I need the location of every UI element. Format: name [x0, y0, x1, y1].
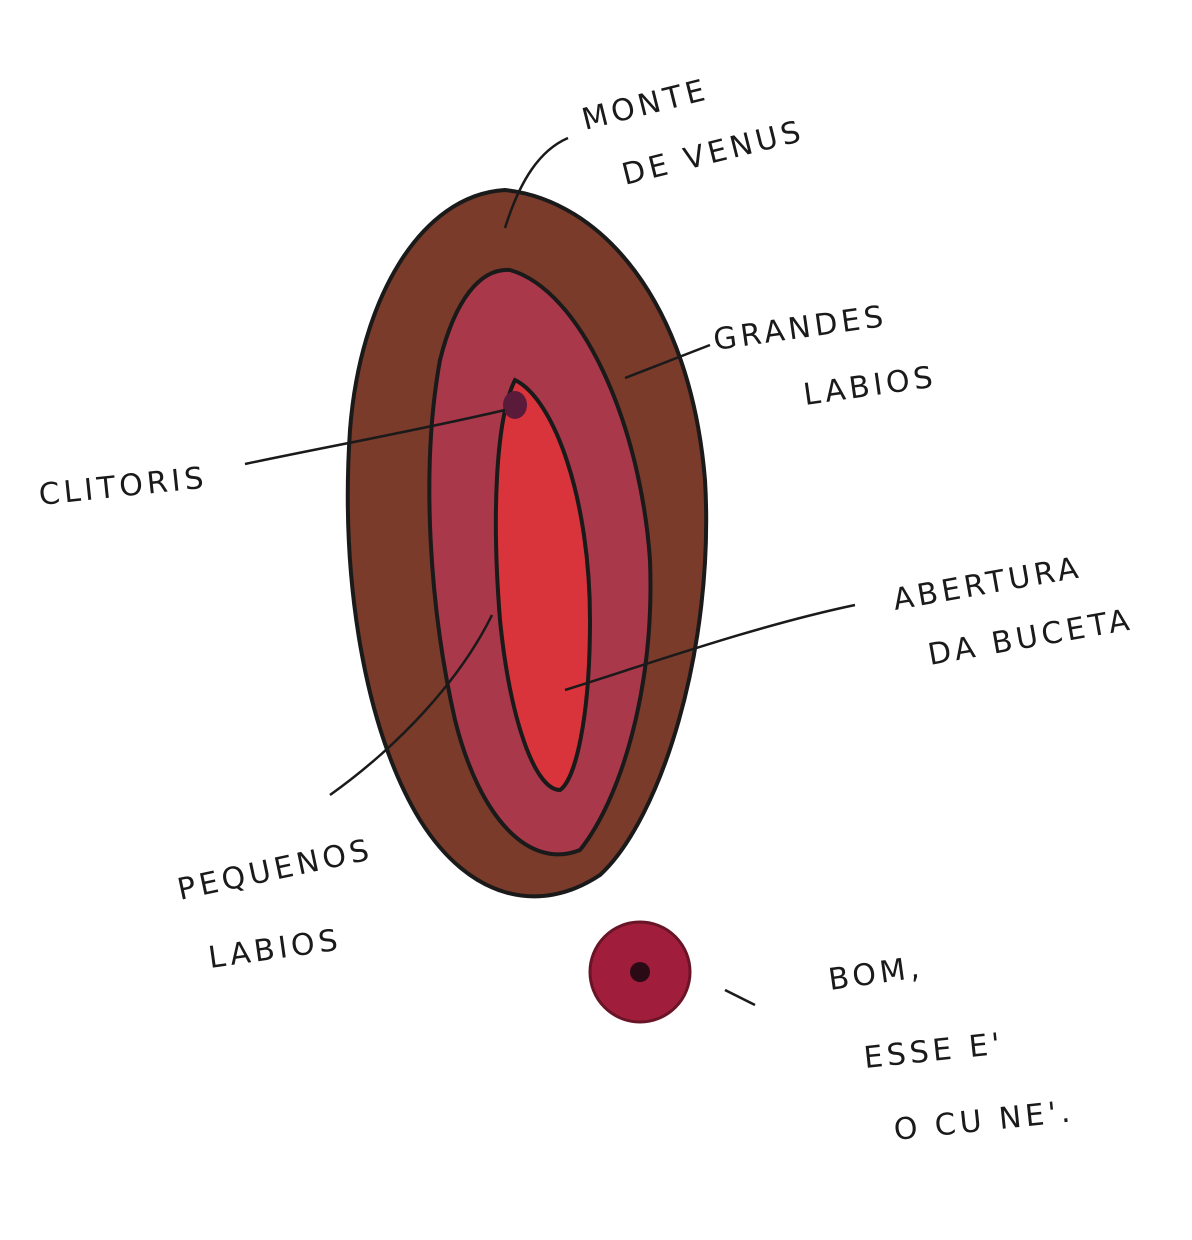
label-grandes-line1: GRANDES [711, 299, 889, 358]
label-abertura-line1: ABERTURA [890, 550, 1084, 618]
small-mark [503, 391, 527, 419]
label-pequenos-line2: LABIOS [206, 923, 344, 976]
label-grandes-line2: LABIOS [801, 360, 939, 413]
label-clitoris: CLITORIS [37, 460, 209, 512]
label-abertura-line2: DA BUCETA [925, 602, 1136, 673]
leader-note [725, 990, 755, 1005]
schematic-shape [348, 190, 706, 896]
label-pequenos-line1: PEQUENOS [174, 832, 376, 908]
label-monte-line1: MONTE [578, 73, 712, 138]
label-note-line3: O CU NE'. [892, 1094, 1075, 1148]
label-note-line2: ESSE E' [862, 1026, 1006, 1076]
round-mark-center [630, 962, 650, 982]
label-monte-line2: DE VENUS [618, 114, 807, 193]
label-note-line1: BOM, [826, 950, 925, 998]
